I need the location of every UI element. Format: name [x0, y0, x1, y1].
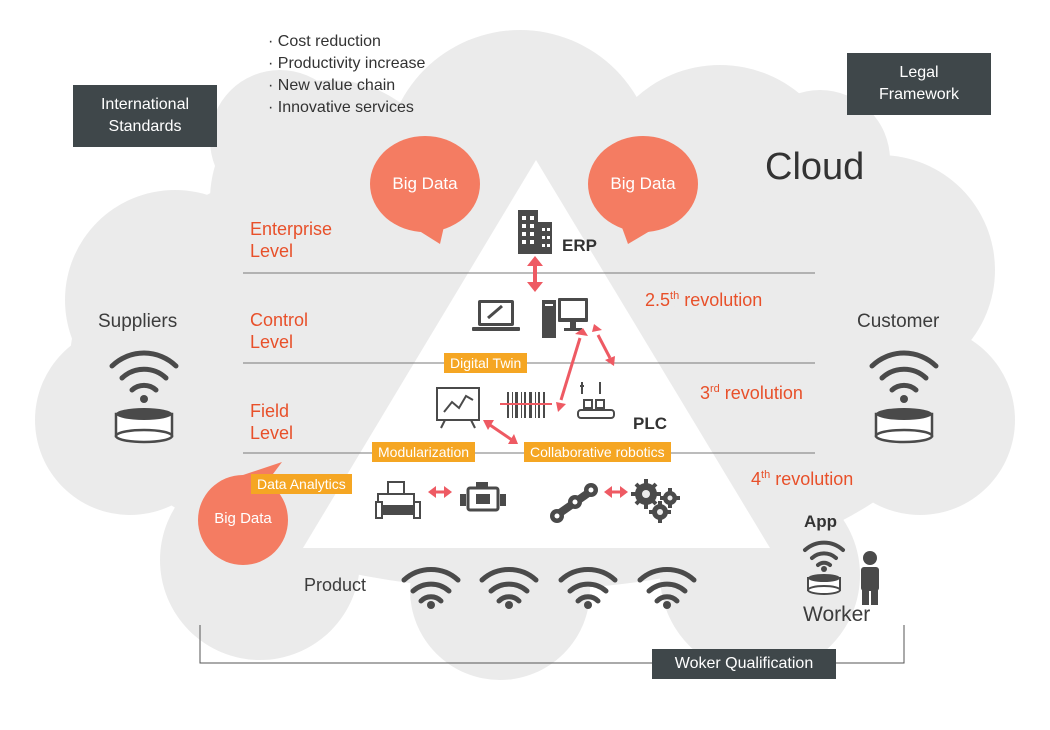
- flow-meter-icon: [375, 481, 421, 519]
- international-standards-box: International Standards: [73, 85, 217, 147]
- revolution-2-5-suffix: th: [670, 290, 680, 302]
- field-modularization-arrow: [483, 420, 518, 444]
- suppliers-database-icon: [114, 408, 174, 444]
- big-data-bubble-right: Big Data: [610, 174, 676, 193]
- building-icon: [518, 210, 552, 254]
- control-level-line1: Control: [250, 310, 309, 330]
- big-data-bubble-left-shape: [370, 136, 480, 244]
- field-level-label: Field Level: [250, 400, 293, 444]
- worker-qualification-bracket: [199, 625, 905, 664]
- suppliers-label: Suppliers: [98, 311, 178, 332]
- revolution-2-5-text: revolution: [679, 290, 763, 310]
- revolution-3-suffix: rd: [710, 383, 720, 395]
- revolution-4-suffix: th: [761, 469, 771, 481]
- robotics-arrow: [604, 486, 628, 498]
- enterprise-level-line2: Level: [250, 241, 294, 261]
- suppliers-wifi-icon: [109, 350, 179, 403]
- product-wifi-icon-4: [637, 567, 697, 609]
- customer-wifi-icon: [869, 350, 939, 403]
- product-label: Product: [304, 575, 367, 595]
- field-level-line1: Field: [250, 401, 290, 421]
- app-wifi-icon: [803, 540, 845, 572]
- big-data-bubble-bottom: Big Data: [214, 510, 272, 527]
- revolution-2-5-number: 2.5: [645, 290, 671, 310]
- control-level-label: Control Level: [250, 309, 308, 353]
- erp-control-arrow: [527, 256, 543, 292]
- revolution-3-text: revolution: [719, 383, 803, 403]
- revolution-3-label: 3rd revolution: [700, 383, 803, 404]
- barcode-icon: [500, 392, 552, 418]
- revolution-4-label: 4th revolution: [751, 469, 853, 490]
- control-level-line2: Level: [250, 332, 294, 352]
- collaborative-robotics-tag: Collaborative robotics: [524, 442, 671, 462]
- laptop-icon: [472, 300, 520, 331]
- app-database-icon: [807, 574, 841, 595]
- erp-label: ERP: [562, 236, 597, 255]
- gears-icon: [631, 479, 680, 523]
- benefit-item: · Cost reduction: [268, 33, 381, 50]
- legal-framework-line1: Legal: [899, 64, 939, 81]
- worker-label: Worker: [803, 603, 871, 626]
- international-standards-line2: Standards: [108, 118, 182, 135]
- revolution-2-5-label: 2.5th revolution: [645, 290, 762, 311]
- conveyor-robot-icon: [577, 382, 615, 419]
- product-wifi-icon-1: [401, 567, 461, 609]
- chain-link-icon: [550, 483, 598, 523]
- enterprise-level-line1: Enterprise: [250, 219, 333, 239]
- revolution-4-text: revolution: [770, 469, 854, 489]
- pc-customer-arrow: [592, 324, 615, 366]
- customer-label: Customer: [857, 311, 940, 332]
- digital-twin-tag: Digital Twin: [444, 353, 528, 373]
- modularization-arrow: [428, 486, 452, 498]
- plc-label: PLC: [633, 414, 667, 433]
- benefit-item: · Productivity increase: [268, 55, 426, 72]
- engine-icon: [460, 482, 506, 512]
- big-data-bubble-right-shape: [588, 136, 698, 244]
- international-standards-line1: International: [100, 96, 190, 113]
- cloud-label: Cloud: [765, 146, 865, 188]
- modularization-tag: Modularization: [372, 442, 476, 462]
- desktop-pc-icon: [542, 298, 588, 338]
- enterprise-level-label: Enterprise Level: [250, 218, 332, 262]
- revolution-4-number: 4: [751, 469, 762, 489]
- big-data-bubble-left: Big Data: [392, 174, 458, 193]
- revolution-3-number: 3: [700, 383, 711, 403]
- customer-database-icon: [874, 408, 934, 444]
- field-level-line2: Level: [250, 423, 294, 443]
- worker-person-icon: [861, 551, 879, 605]
- legal-framework-box: Legal Framework: [847, 53, 991, 115]
- benefit-item: · Innovative services: [268, 99, 414, 116]
- pc-plc-arrow: [556, 328, 588, 412]
- benefits-list: · Cost reduction · Productivity increase…: [268, 31, 425, 119]
- monitoring-screen-icon: [436, 387, 480, 429]
- product-wifi-icon-3: [558, 567, 618, 609]
- app-label: App: [804, 512, 838, 531]
- data-analytics-tag: Data Analytics: [251, 474, 352, 494]
- legal-framework-line2: Framework: [878, 86, 959, 103]
- benefit-item: · New value chain: [268, 77, 396, 94]
- product-wifi-icon-2: [479, 567, 539, 609]
- worker-qualification-box: Woker Qualification: [652, 649, 836, 679]
